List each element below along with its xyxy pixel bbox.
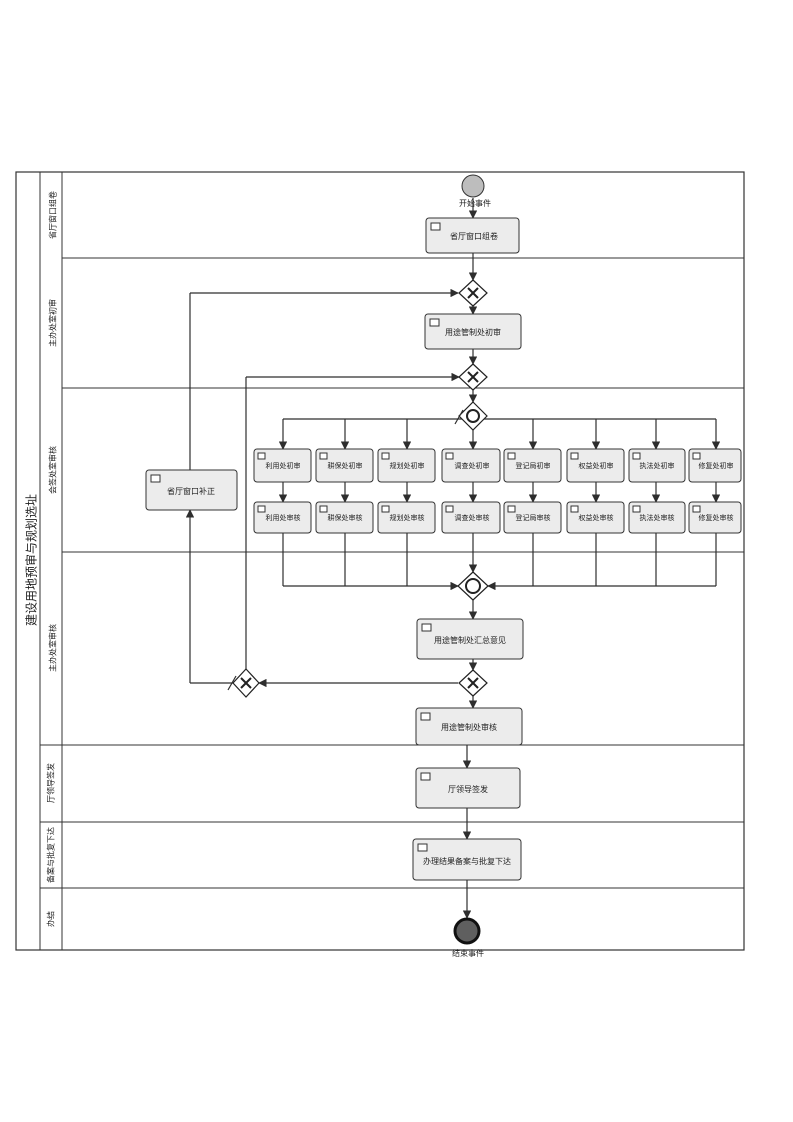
gateway-inclusive-join xyxy=(457,571,489,601)
task-p3-init-label: 规划处初审 xyxy=(390,461,425,470)
task-supplement: 省厅窗口补正 xyxy=(145,469,238,511)
task-filing: 办理结果备案与批复下达 xyxy=(412,838,522,881)
task-p4-init-label: 调查处初审 xyxy=(455,461,490,470)
lane-label-finish: 办结 xyxy=(46,911,56,927)
task-window: 省厅窗口组卷 xyxy=(425,217,520,254)
end-event: 结束事件 xyxy=(452,917,484,958)
lane-label-countersign: 会签处室审核 xyxy=(48,446,58,494)
task-p8-rev: 修复处审核 xyxy=(688,501,742,534)
task-p5-init: 登记局初审 xyxy=(503,448,562,483)
gateway-exclusive-initial xyxy=(458,279,488,307)
lane-label-window: 省厅窗口组卷 xyxy=(48,191,58,239)
lane-label-main-initial: 主办处室初审 xyxy=(48,299,58,347)
task-p8-init: 修复处初审 xyxy=(688,448,742,483)
task-p2-rev: 耕保处审核 xyxy=(315,501,374,534)
task-p1-init-label: 利用处初审 xyxy=(266,461,301,470)
task-leader-label: 厅领导签发 xyxy=(448,784,488,794)
pool xyxy=(15,171,745,951)
task-p8-rev-label: 修复处审核 xyxy=(699,513,734,522)
task-p5-rev: 登记局审核 xyxy=(503,501,562,534)
task-main-review-label: 用途管制处审核 xyxy=(441,722,497,732)
start-event: 开始事件 xyxy=(459,174,491,208)
task-p3-rev: 规划处审核 xyxy=(377,501,436,534)
task-p4-rev: 调查处审核 xyxy=(441,501,501,534)
task-p6-rev-label: 权益处审核 xyxy=(579,513,614,522)
task-p1-init: 利用处初审 xyxy=(253,448,312,483)
start-event-label: 开始事件 xyxy=(459,198,491,208)
lane-label-filing: 备案与批复下达 xyxy=(46,827,56,883)
task-p6-init: 权益处初审 xyxy=(566,448,625,483)
task-filing-label: 办理结果备案与批复下达 xyxy=(423,856,511,866)
task-p7-rev: 执法处审核 xyxy=(628,501,686,534)
task-main-review: 用途管制处审核 xyxy=(415,707,523,746)
task-window-label: 省厅窗口组卷 xyxy=(450,231,498,241)
task-summary-label: 用途管制处汇总意见 xyxy=(434,635,506,645)
gateway-inclusive-split xyxy=(454,401,488,431)
task-p6-rev: 权益处审核 xyxy=(566,501,625,534)
task-p7-init-label: 执法处初审 xyxy=(640,461,675,470)
gateway-exclusive-countersign xyxy=(458,363,488,391)
task-summary: 用途管制处汇总意见 xyxy=(416,618,524,660)
task-p8-init-label: 修复处初审 xyxy=(699,461,734,470)
end-event-label: 结束事件 xyxy=(452,948,484,958)
sequence-flows xyxy=(185,198,721,919)
lane-label-leader: 厅领导签发 xyxy=(46,763,56,803)
lane-label-main-review: 主办处室审核 xyxy=(48,624,58,672)
gateway-exclusive-review xyxy=(458,669,488,697)
task-p1-rev: 利用处审核 xyxy=(253,501,312,534)
task-p4-rev-label: 调查处审核 xyxy=(455,513,490,522)
pool-title: 建设用地预审与规划选址 xyxy=(24,494,39,626)
task-p5-init-label: 登记局初审 xyxy=(516,461,551,470)
task-p2-init-label: 耕保处初审 xyxy=(328,461,363,470)
task-p2-rev-label: 耕保处审核 xyxy=(328,513,363,522)
task-main-initial-label: 用途管制处初审 xyxy=(445,327,501,337)
task-supplement-label: 省厅窗口补正 xyxy=(167,486,215,496)
task-leader: 厅领导签发 xyxy=(415,767,521,809)
task-p4-init: 调查处初审 xyxy=(441,448,501,483)
task-p3-rev-label: 规划处审核 xyxy=(390,513,425,522)
task-p2-init: 耕保处初审 xyxy=(315,448,374,483)
gateway-exclusive-reject xyxy=(227,668,260,698)
task-p7-init: 执法处初审 xyxy=(628,448,686,483)
task-p5-rev-label: 登记局审核 xyxy=(516,513,551,522)
task-p7-rev-label: 执法处审核 xyxy=(640,513,675,522)
task-p3-init: 规划处初审 xyxy=(377,448,436,483)
task-p6-init-label: 权益处初审 xyxy=(579,461,614,470)
task-p1-rev-label: 利用处审核 xyxy=(266,513,301,522)
task-main-initial: 用途管制处初审 xyxy=(424,313,522,350)
